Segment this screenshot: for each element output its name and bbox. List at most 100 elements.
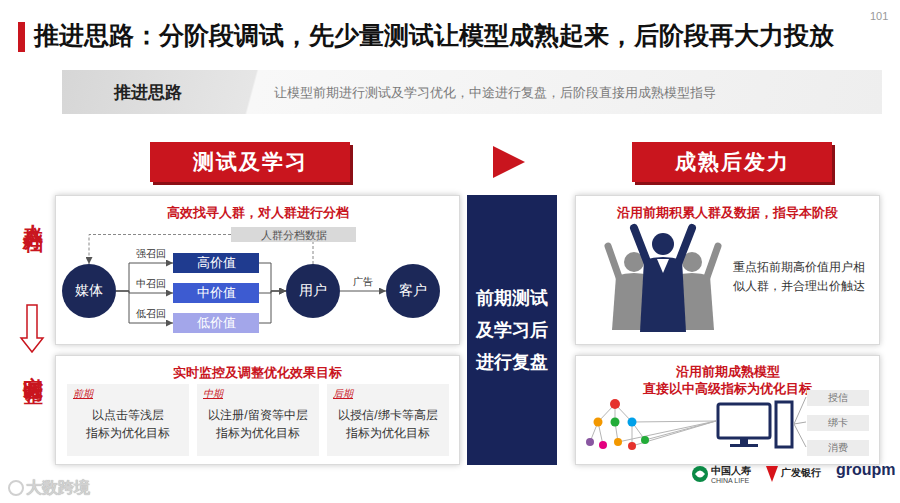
stage-banner: 成熟后发力 [632, 142, 832, 182]
flow-connector [116, 263, 173, 291]
person-shirt [657, 259, 669, 273]
node-heading: 用户 [286, 282, 340, 300]
edge-label: 中召回 [136, 277, 166, 291]
metric-tag: 消费 [807, 440, 869, 456]
stage-banner: 测试及学习 [150, 142, 350, 182]
node-heading: 成熟后发力 [632, 148, 832, 176]
edge-label: 强召回 [136, 247, 166, 261]
network-dot [610, 399, 620, 409]
chinalife-logo-mark [695, 471, 705, 478]
node-heading: 前期测试 及学习后 进行复盘 [471, 282, 553, 378]
network-dot [614, 438, 622, 446]
person-body [640, 257, 686, 332]
computer-tower [776, 402, 792, 447]
node-heading: 后期 [333, 387, 353, 401]
node-heading: 高价值 [173, 254, 259, 272]
node-heading: 授信 [807, 391, 869, 405]
network-dot [586, 438, 594, 446]
people-illustration [608, 228, 718, 332]
computer-icon [718, 397, 806, 447]
side-label: 实时调整 [20, 360, 47, 372]
monitor-stand [740, 438, 748, 444]
metric-tag: 授信 [807, 390, 869, 406]
person-body [670, 273, 714, 330]
network-dot [628, 418, 637, 427]
panel-box: 沿用前期成熟模型 直接以中高级指标为优化目标授信绑卡消费 [575, 355, 880, 465]
monitor [718, 404, 770, 438]
side-label: 人群分档 [20, 208, 47, 220]
node-heading: 低价值 [173, 314, 259, 332]
flow-connector [259, 291, 286, 293]
flow-connector [340, 291, 386, 292]
cgb-logo [766, 466, 778, 482]
node-heading: 客户 [386, 282, 440, 300]
node-text: 以点击等浅层 指标为优化目标 [71, 406, 185, 442]
node-heading: 中价值 [173, 284, 259, 302]
value-box: 高价值 [173, 253, 259, 273]
logo-text: 中国人寿 [711, 464, 751, 478]
panel-box: 沿用前期积累人群及数据，指导本阶段重点拓前期高价值用户相似人群，并合理出价触达 [575, 195, 880, 345]
network-dot [594, 418, 603, 427]
flow-circle: 用户 [286, 264, 340, 318]
network-illustration [586, 399, 716, 450]
page-number: 101 [870, 10, 888, 22]
flow-circle: 客户 [386, 264, 440, 318]
node-text: 以授信/绑卡等高层 指标为优化目标 [331, 406, 445, 442]
person-arm [608, 246, 620, 280]
value-box: 低价值 [173, 313, 259, 333]
logo-text: groupm [836, 461, 896, 479]
person-arm [706, 246, 718, 280]
edge-label: 低召回 [136, 307, 166, 321]
node-heading: 测试及学习 [150, 148, 350, 176]
node-heading: 沿用前期成熟模型 直接以中高级指标为优化目标 [618, 363, 838, 397]
flow-connector [116, 291, 173, 293]
logo-text: CHINA LIFE [711, 477, 749, 484]
node-heading: 媒体 [62, 282, 116, 300]
goal-card: 后期以授信/绑卡等高层 指标为优化目标 [327, 384, 449, 456]
title-bar [18, 22, 25, 52]
data-pill: 人群分档数据 [231, 227, 356, 242]
person-head [652, 233, 674, 255]
node-heading: 推进思路 [114, 81, 182, 104]
node-text: 让模型前期进行测试及学习优化，中途进行复盘，后阶段直接用成熟模型指导 [274, 84, 716, 102]
network-dot [599, 441, 607, 449]
chinalife-logo [692, 466, 708, 482]
monitor-base [730, 444, 758, 447]
overview-band: 推进思路 让模型前期进行测试及学习优化，中途进行复盘，后阶段直接用成熟模型指导 [62, 70, 882, 114]
watermark: 大数跨境 [26, 478, 90, 499]
network-dot [611, 418, 620, 427]
review-box: 前期测试 及学习后 进行复盘 [467, 195, 557, 465]
flow-connector [89, 235, 231, 265]
leader-line [794, 397, 806, 447]
person-body [612, 273, 656, 330]
slide-title: 推进思路：分阶段调试，先少量测试让模型成熟起来，后阶段再大力投放 [34, 19, 834, 52]
node-heading: 消费 [807, 441, 869, 455]
node-heading: 高效找寻人群，对人群进行分档 [56, 204, 459, 222]
logo-text: 广发银行 [781, 466, 821, 480]
watermark-icon [9, 481, 23, 495]
node-text: 重点拓前期高价值用户相似人群，并合理出价触达 [733, 258, 869, 296]
flow-connector [116, 291, 173, 323]
network-line [590, 404, 716, 446]
node-heading: 中期 [203, 387, 223, 401]
metric-tag: 绑卡 [807, 415, 869, 431]
person-head [682, 252, 702, 272]
flow-connector [259, 291, 286, 323]
person-arm [678, 228, 692, 264]
node-text: 以注册/留资等中层 指标为优化目标 [201, 406, 315, 442]
node-heading: 绑卡 [807, 416, 869, 430]
down-arrow [21, 305, 43, 352]
panel-box: 高效找寻人群，对人群进行分档人群分档数据媒体 高价值中价值低价值 用户 客户 [55, 195, 460, 345]
value-box: 中价值 [173, 283, 259, 303]
stage-arrow [493, 146, 525, 178]
node-heading: 人群分档数据 [231, 227, 356, 242]
goal-card: 中期以注册/留资等中层 指标为优化目标 [197, 384, 319, 456]
edge-label: 广告 [353, 275, 373, 289]
network-dot [641, 436, 649, 444]
